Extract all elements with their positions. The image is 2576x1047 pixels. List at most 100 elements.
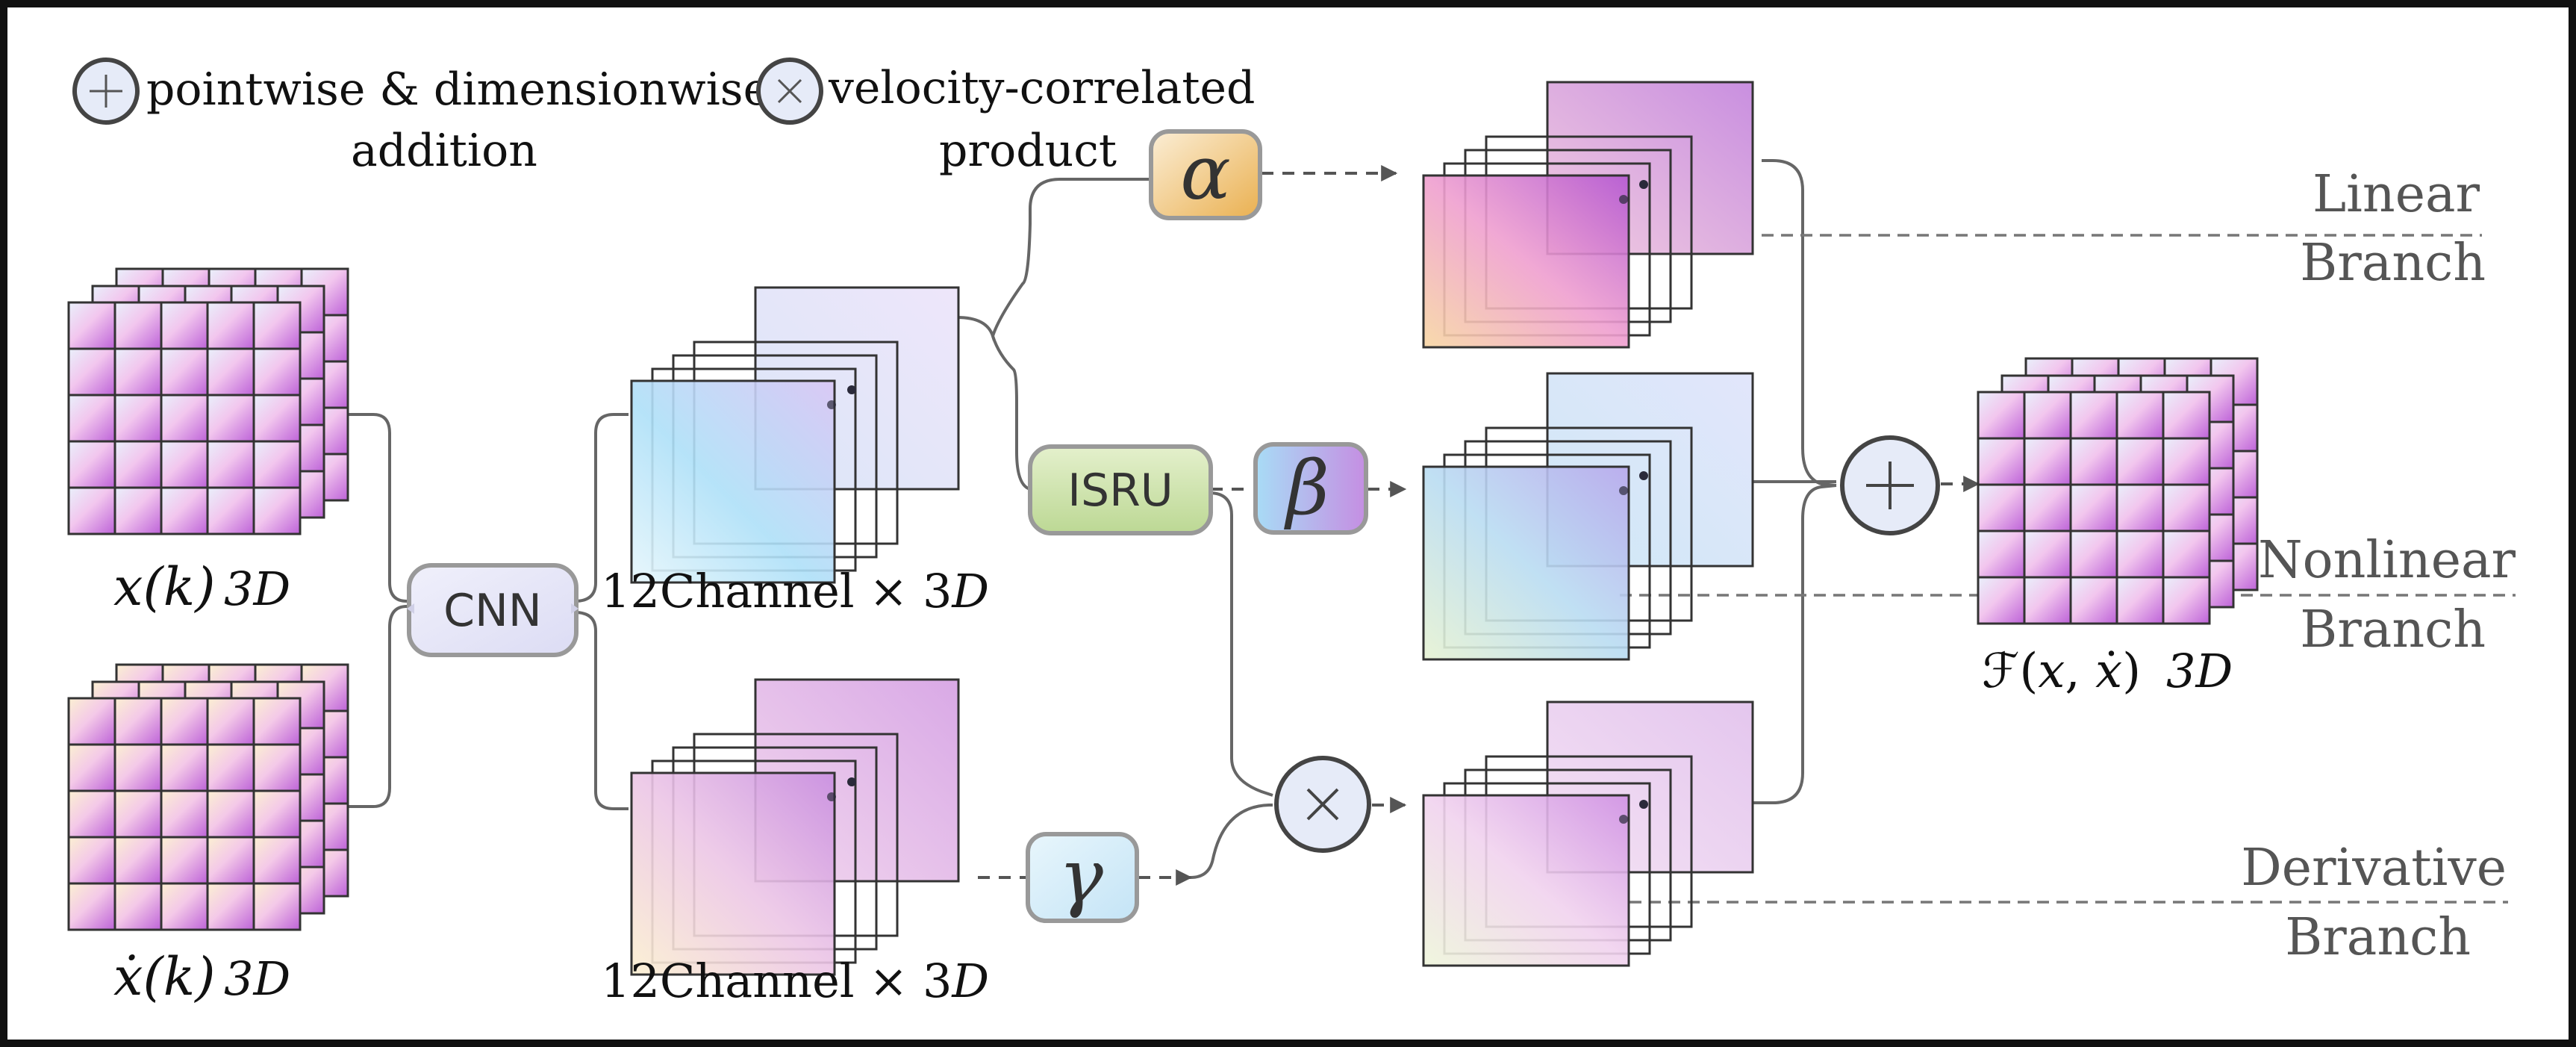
grid-x-cell [252, 347, 302, 397]
beta-label: β [1283, 444, 1329, 532]
gamma-label: γ [1058, 833, 1103, 920]
grid-xdot-cell [67, 697, 116, 746]
grid-x-cell [113, 486, 163, 535]
input-xdot-label: 𝑥̇(𝑘) [113, 946, 216, 1007]
grid-xdot-cell [252, 882, 302, 931]
grid-x-cell [206, 347, 255, 397]
cnn-node: CNN [407, 563, 578, 657]
connector-cnn-to-top [574, 413, 629, 603]
grid-xdot-cell [113, 882, 163, 931]
top-stack-dot [827, 400, 836, 409]
beta-node: β [1253, 442, 1368, 535]
grid-out-cell [2069, 391, 2118, 440]
isru-label: ISRU [1067, 465, 1173, 517]
grid-xdot-cell [206, 882, 255, 931]
input-grid-xdot [67, 663, 349, 931]
output-label: ℱ(𝑥, 𝑥̇) [1982, 644, 2141, 699]
grid-xdot-cell [113, 697, 163, 746]
grid-out-cell [2023, 576, 2072, 625]
bottom-stack-dot [827, 792, 836, 801]
connector-to-isru [991, 335, 1034, 491]
grid-x-cell [206, 486, 255, 535]
alpha-node: α [1149, 129, 1262, 220]
grid-x-cell [206, 301, 255, 350]
branch-linear-line2: Branch [2300, 234, 2486, 293]
feature-stack-bottom [630, 678, 960, 976]
top-stack-sheet [630, 379, 836, 584]
grid-out-cell [2023, 437, 2072, 486]
grid-x-cell [67, 301, 116, 350]
grid-xdot-cell [206, 836, 255, 885]
grid-xdot-cell [160, 697, 209, 746]
grid-out-cell [2115, 483, 2165, 532]
grid-x-cell [252, 394, 302, 443]
grid-xdot-cell [160, 882, 209, 931]
grid-out-cell [2023, 529, 2072, 579]
grid-x-cell [252, 486, 302, 535]
grid-x-cell [160, 301, 209, 350]
grid-out-cell [1977, 483, 2026, 532]
legend-add-icon [72, 58, 140, 125]
feature-stack-linear [1422, 81, 1754, 349]
grid-xdot-cell [206, 697, 255, 746]
feature-stack-top [630, 286, 960, 584]
grid-out-cell [2162, 391, 2211, 440]
connector-derivative-to-add [1753, 484, 1837, 804]
branch-nonlinear-line1: Nonlinear [2258, 531, 2516, 590]
grid-out-layer [1977, 391, 2211, 625]
dashed-arrows [978, 165, 1980, 886]
feature-top-label: 12Channel × 3𝐷 [601, 564, 989, 618]
branch-nonlinear-line2: Branch [2300, 600, 2486, 659]
grid-x-cell [67, 440, 116, 489]
input-grid-x [67, 267, 349, 535]
legend-add-text-2: addition [351, 125, 537, 177]
grid-xdot-cell [113, 789, 163, 839]
input-xdot-dim: 3𝐷 [224, 951, 290, 1006]
grid-x-cell [206, 394, 255, 443]
grid-xdot-cell [67, 882, 116, 931]
grid-x-cell [160, 486, 209, 535]
output-dim: 3𝐷 [2166, 644, 2233, 698]
branch-derivative-line2: Branch [2285, 908, 2471, 967]
grid-out-cell [2162, 576, 2211, 625]
grid-out-cell [2069, 576, 2118, 625]
multiply-node [1274, 756, 1371, 853]
add-node [1840, 435, 1940, 535]
grid-out-cell [2162, 529, 2211, 579]
grid-xdot-cell [67, 789, 116, 839]
grid-xdot-cell [113, 836, 163, 885]
connectors [347, 159, 1837, 879]
legend: pointwise & dimensionwise addition veloc… [72, 58, 1255, 177]
isru-node: ISRU [1028, 444, 1213, 535]
grid-xdot-cell [252, 789, 302, 839]
grid-xdot-cell [252, 836, 302, 885]
grid-x-cell [67, 486, 116, 535]
legend-mul-text-2: product [939, 125, 1117, 177]
nonlinear-stack-sheet [1422, 465, 1630, 661]
connector-gamma-to-mul [1187, 804, 1273, 879]
grid-x-cell [160, 394, 209, 443]
nonlinear-stack-dot [1639, 471, 1648, 480]
grid-out-cell [1977, 391, 2026, 440]
connector-isru-to-mul [1209, 491, 1273, 797]
grid-xdot-cell [252, 697, 302, 746]
connector-to-alpha-upper [956, 178, 1150, 341]
grid-x-cell [252, 301, 302, 350]
cnn-label: CNN [443, 585, 542, 637]
connector-linear-to-add [1762, 159, 1837, 487]
derivative-stack-dot [1619, 815, 1628, 824]
grid-out-cell [2069, 483, 2118, 532]
grid-x-cell [113, 301, 163, 350]
grid-x-cell [160, 347, 209, 397]
grid-xdot-cell [206, 743, 255, 792]
top-stack-dot [847, 385, 856, 394]
grid-x-layer [67, 301, 302, 535]
grid-out-cell [2023, 391, 2072, 440]
bottom-stack-dot [847, 777, 856, 786]
grid-x-cell [252, 440, 302, 489]
grid-out-cell [2023, 483, 2072, 532]
grid-x-cell [113, 394, 163, 443]
feature-stack-derivative [1422, 700, 1754, 967]
